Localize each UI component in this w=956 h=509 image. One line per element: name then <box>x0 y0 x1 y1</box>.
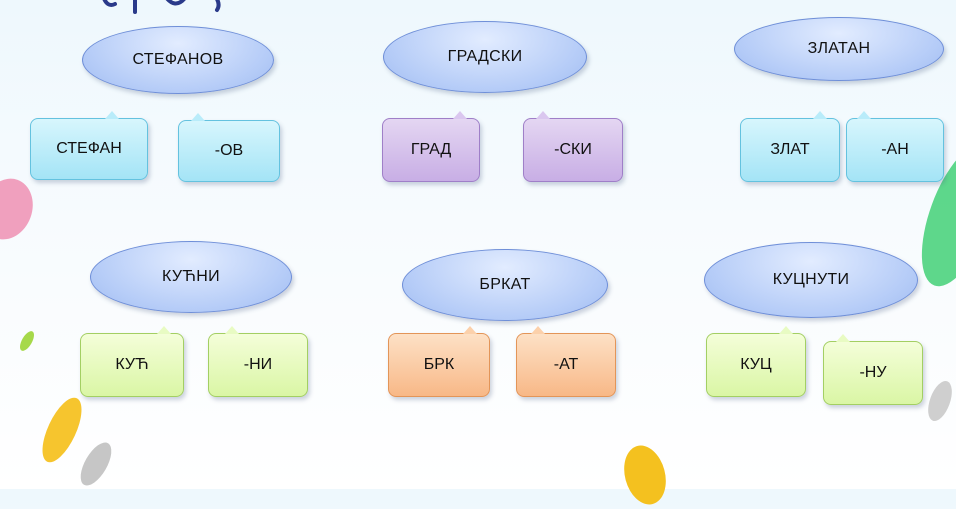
word-ellipse-kucnuti: КУЦНУТИ <box>704 242 918 318</box>
suffix-box-ski: -СКИ <box>523 111 623 182</box>
word-ellipse-kucni: КУЋНИ <box>90 241 292 313</box>
suffix-label: -АН <box>881 141 909 158</box>
yellow-petal-bottom-decoration <box>617 440 673 509</box>
suffix-box-at: -АТ <box>516 326 616 397</box>
word-ellipse-brkat: БРКАТ <box>402 249 608 321</box>
suffix-box-ni: -НИ <box>208 326 308 397</box>
word-label: БРКАТ <box>479 276 531 293</box>
gray-petal-right-decoration <box>923 377 956 425</box>
suffix-label: -ОВ <box>214 142 244 159</box>
root-box-brk: БРК <box>388 326 490 397</box>
suffix-box-nu: -НУ <box>823 334 923 405</box>
root-box-kuc: КУЋ <box>80 326 184 397</box>
title-fragment <box>102 0 221 14</box>
word-label: КУЋНИ <box>162 268 220 285</box>
root-label: КУЋ <box>115 356 149 373</box>
word-label: СТЕФАНОВ <box>132 51 224 68</box>
word-label: КУЦНУТИ <box>772 271 850 288</box>
root-label: КУЦ <box>740 356 772 373</box>
green-leaf-small-decoration <box>17 328 37 354</box>
suffix-box-ov: -ОВ <box>178 113 280 182</box>
pink-petal-decoration <box>0 171 42 247</box>
suffix-label: -НУ <box>859 364 887 381</box>
gray-petal-decoration <box>74 437 118 491</box>
suffix-label: -НИ <box>243 356 273 373</box>
root-box-zlat: ЗЛАТ <box>740 111 840 182</box>
root-box-kuc2: КУЦ <box>706 326 806 397</box>
suffix-label: -СКИ <box>554 141 592 158</box>
word-ellipse-gradski: ГРАДСКИ <box>383 21 587 93</box>
root-box-grad: ГРАД <box>382 111 480 182</box>
root-label: БРК <box>423 356 455 373</box>
root-label: ГРАД <box>410 141 452 158</box>
word-label: ГРАДСКИ <box>447 48 523 65</box>
word-label: ЗЛАТАН <box>807 40 871 57</box>
word-ellipse-stefanov: СТЕФАНОВ <box>82 26 274 94</box>
suffix-box-an: -АН <box>846 111 944 182</box>
yellow-petal-decoration <box>34 392 90 468</box>
root-label: СТЕФАН <box>56 140 122 157</box>
root-box-stefan: СТЕФАН <box>30 111 148 180</box>
root-label: ЗЛАТ <box>770 141 810 158</box>
suffix-label: -АТ <box>553 356 579 373</box>
word-ellipse-zlatan: ЗЛАТАН <box>734 17 944 81</box>
